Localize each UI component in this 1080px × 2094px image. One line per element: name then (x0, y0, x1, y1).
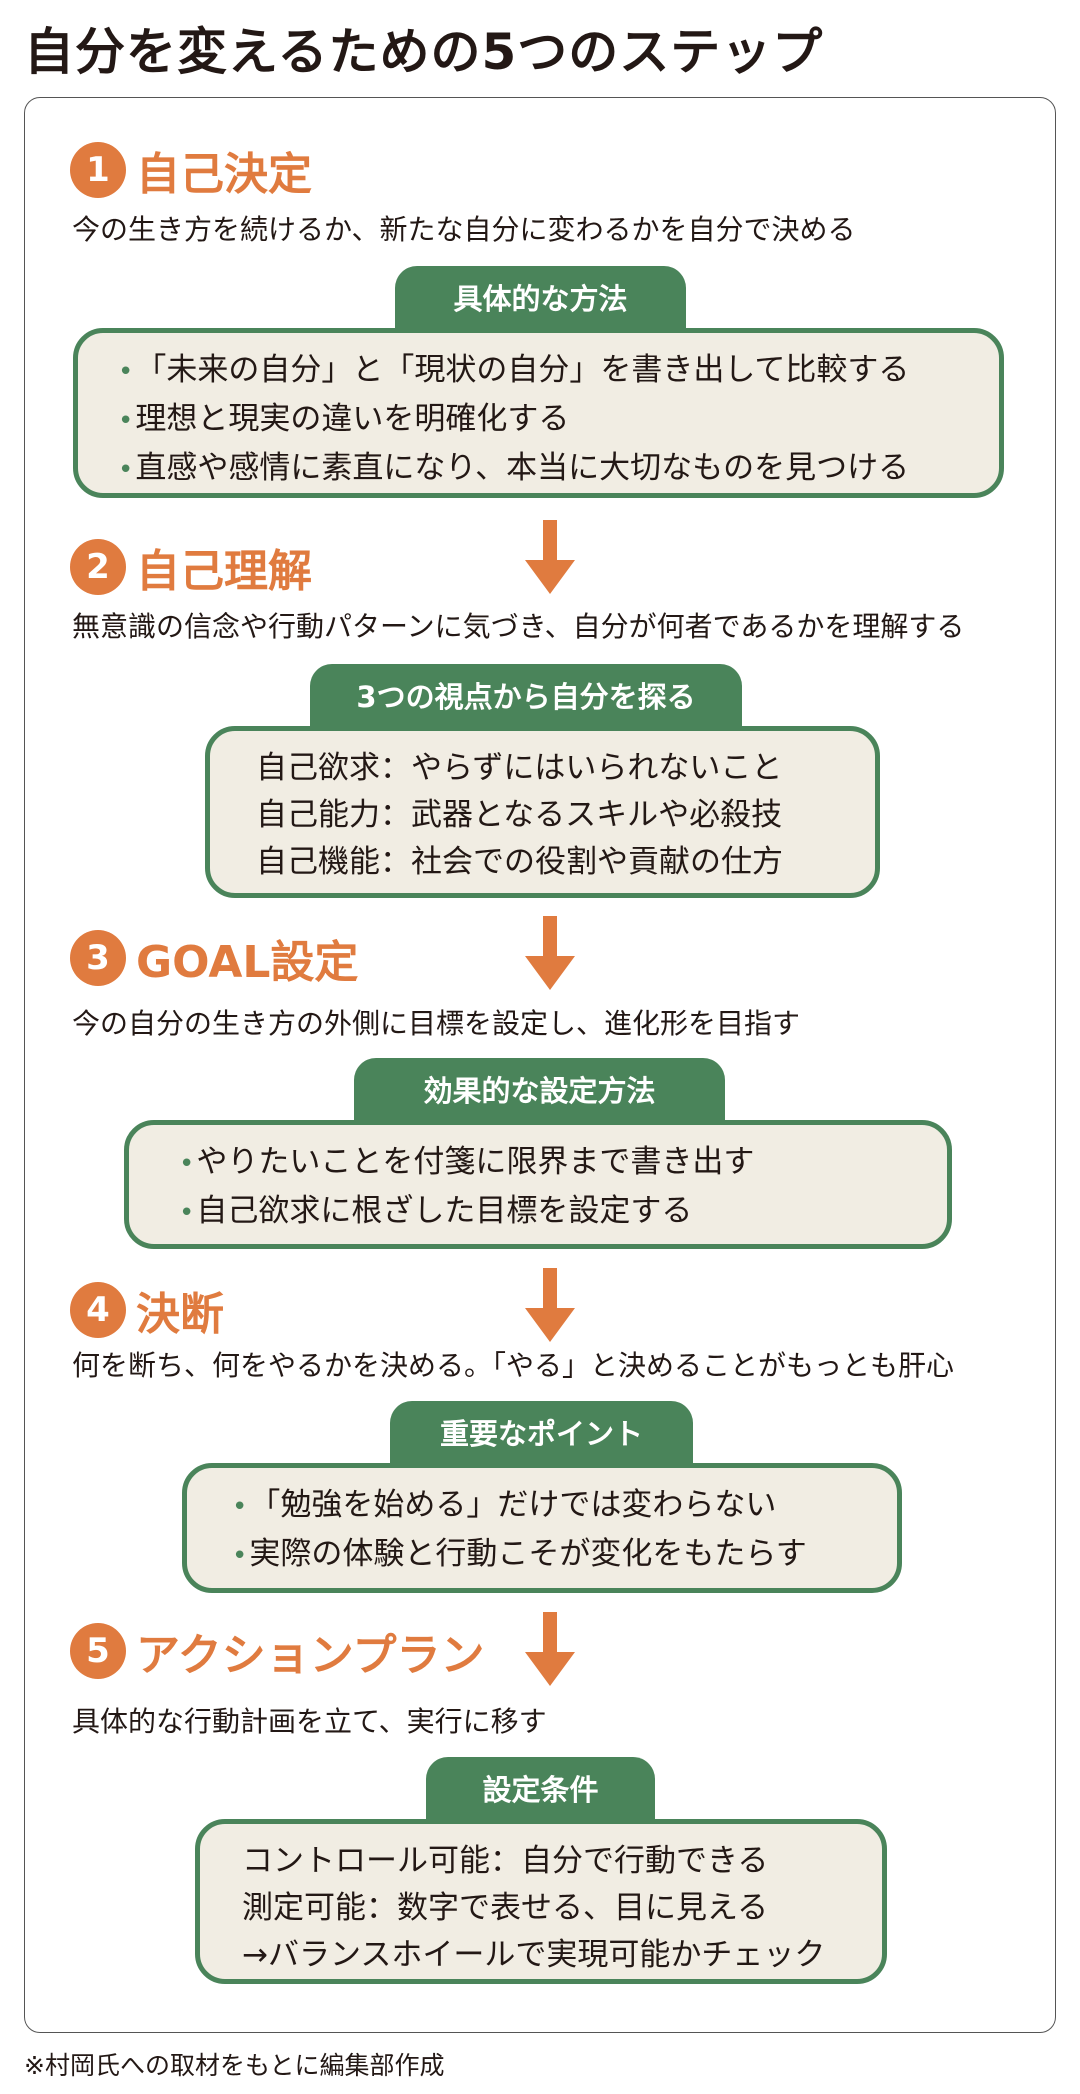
bullet-icon: • (179, 1198, 195, 1228)
section-tab: 重要なポイント (390, 1401, 693, 1463)
step-description: 具体的な行動計画を立て、実行に移す (72, 1705, 547, 1738)
step-2-heading: 2 自己理解 (70, 537, 312, 597)
bullet-icon: • (118, 455, 134, 485)
step-1-heading: 1 自己決定 (70, 140, 312, 200)
arrow-down-icon (525, 520, 575, 594)
step-title: 自己理解 (136, 546, 312, 597)
bullet-icon: • (179, 1149, 195, 1179)
step-number-badge: 1 (70, 142, 126, 198)
arrow-down-icon (525, 1612, 575, 1686)
step-title: 自己決定 (136, 149, 312, 200)
step-number-badge: 3 (70, 930, 126, 986)
list-item: •直感や感情に素直になり、本当に大切なものを見つける (118, 450, 910, 486)
step-4-box: •「勉強を始める」だけでは変わらない •実際の体験と行動こそが変化をもたらす (182, 1463, 902, 1593)
step-3-box: •やりたいことを付箋に限界まで書き出す •自己欲求に根ざした目標を設定する (124, 1120, 952, 1249)
footnote: ※村岡氏への取材をもとに編集部作成 (24, 2051, 445, 2080)
step-3-heading: 3 GOAL設定 (70, 928, 358, 988)
step-title: GOAL設定 (136, 937, 359, 988)
step-number-badge: 4 (70, 1282, 126, 1338)
step-5-box: コントロール可能：自分で行動できる 測定可能：数字で表せる、目に見える →バラン… (195, 1819, 887, 1984)
list-item: •自己欲求に根ざした目標を設定する (179, 1193, 693, 1229)
bullet-icon: • (232, 1541, 248, 1571)
bullet-icon: • (232, 1492, 248, 1522)
list-item: 測定可能：数字で表せる、目に見える (242, 1890, 769, 1926)
page-title: 自分を変えるための5つのステップ (24, 23, 824, 81)
step-description: 今の自分の生き方の外側に目標を設定し、進化形を目指す (72, 1007, 801, 1040)
step-description: 無意識の信念や行動パターンに気づき、自分が何者であるかを理解する (72, 610, 965, 643)
list-item: •やりたいことを付箋に限界まで書き出す (179, 1144, 755, 1180)
list-item: 自己機能：社会での役割や貢献の仕方 (256, 844, 783, 880)
list-item: →バランスホイールで実現可能かチェック (242, 1937, 826, 1973)
step-number-badge: 2 (70, 539, 126, 595)
bullet-icon: • (118, 357, 134, 387)
step-4-heading: 4 決断 (70, 1280, 224, 1340)
section-tab: 具体的な方法 (395, 266, 686, 328)
list-item: 自己能力：武器となるスキルや必殺技 (256, 797, 783, 833)
step-5-heading: 5 アクションプラン (70, 1621, 484, 1681)
section-tab: 3つの視点から自分を探る (310, 664, 742, 726)
list-item: •理想と現実の違いを明確化する (118, 401, 570, 437)
step-1-box: •「未来の自分」と「現状の自分」を書き出して比較する •理想と現実の違いを明確化… (73, 328, 1004, 498)
arrow-down-icon (525, 916, 575, 990)
list-item: コントロール可能：自分で行動できる (242, 1843, 769, 1879)
arrow-down-icon (525, 1268, 575, 1342)
section-tab: 効果的な設定方法 (354, 1058, 725, 1120)
steps-frame (24, 97, 1056, 2033)
step-number-badge: 5 (70, 1623, 126, 1679)
list-item: •「勉強を始める」だけでは変わらない (232, 1487, 777, 1523)
bullet-icon: • (118, 406, 134, 436)
step-title: 決断 (136, 1289, 224, 1340)
section-tab: 設定条件 (426, 1757, 655, 1819)
step-description: 何を断ち、何をやるかを決める。「やる」と決めることがもっとも肝心 (72, 1349, 955, 1382)
step-description: 今の生き方を続けるか、新たな自分に変わるかを自分で決める (72, 213, 856, 246)
list-item: •「未来の自分」と「現状の自分」を書き出して比較する (118, 352, 910, 388)
list-item: •実際の体験と行動こそが変化をもたらす (232, 1536, 807, 1572)
step-title: アクションプラン (136, 1630, 485, 1681)
step-2-box: 自己欲求：やらずにはいられないこと 自己能力：武器となるスキルや必殺技 自己機能… (205, 726, 880, 898)
list-item: 自己欲求：やらずにはいられないこと (256, 750, 783, 786)
